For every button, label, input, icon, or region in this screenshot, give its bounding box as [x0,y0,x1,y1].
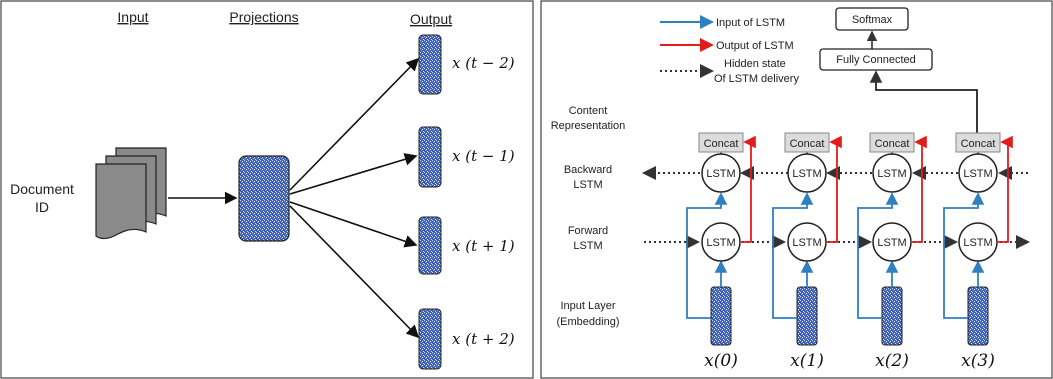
output-label: x (t − 1) [452,147,515,165]
input-to-backward-arrow [943,192,985,319]
embedding-block [796,286,818,346]
lstm-cell-label: LSTM [792,168,821,180]
output-label: x (t + 1) [452,237,515,255]
softmax-label: Softmax [852,14,893,26]
input-layer-label-2: (Embedding) [557,316,620,328]
bilstm-panel: Input of LSTM Output of LSTM Hidden stat… [540,0,1053,379]
backward-lstm-cell [787,153,827,193]
concat-label: Concat [875,138,910,150]
concat-label: Concat [704,138,739,150]
output-label: x (t + 2) [452,330,515,348]
bilstm-diagram: Input of LSTM Output of LSTM Hidden stat… [540,0,1053,379]
legend-hidden-label-2: Of LSTM delivery [714,73,799,85]
lstm-cell-label: LSTM [963,168,992,180]
legend-hidden-label: Hidden state [724,58,786,70]
concat-box [698,132,744,153]
forward-lstm-cell [872,222,912,262]
forward-to-concat-arrow [741,135,756,243]
legend-output-label: Output of LSTM [716,40,794,52]
input-token-label: x(2) [875,351,909,371]
document-id-label: ID [35,199,49,215]
embedding-block [881,286,903,346]
left-panel-border [0,0,534,379]
document-stack-icon [95,147,167,240]
input-token-label: x(1) [790,351,824,371]
content-representation-label-2: Representation [551,120,626,132]
projections-header: Projections [229,9,298,25]
input-to-backward-arrow [772,192,814,319]
forward-lstm-label-2: LSTM [573,240,602,252]
lstm-column: LSTM LSTM Concat x(2) [857,132,927,371]
output-block [418,216,442,275]
input-header: Input [117,9,148,25]
lstm-column: LSTM LSTM Concat x(1) [772,132,842,371]
forward-lstm-cell [701,222,741,262]
backward-lstm-label-2: LSTM [573,179,602,191]
output-header: Output [410,11,452,27]
projection-block [238,155,290,242]
output-block [418,34,442,95]
concat-to-fc-arrow [869,70,978,133]
backward-lstm-label: Backward [564,164,612,176]
backward-lstm-cell [958,153,998,193]
lstm-cell-label: LSTM [792,237,821,249]
backward-lstm-cell [872,153,912,193]
legend-input-label: Input of LSTM [716,17,785,29]
concat-box [784,132,830,153]
fully-connected-label: Fully Connected [836,54,916,66]
doc2vec-panel: Input Projections Output Document ID x (… [0,0,534,379]
lstm-cell-label: LSTM [877,168,906,180]
concat-box [955,132,1001,153]
lstm-column: LSTM LSTM Concat x(0) [686,132,756,371]
concat-box [869,132,915,153]
forward-to-concat-arrow [998,135,1013,243]
forward-lstm-cell [958,222,998,262]
output-block [418,308,442,370]
content-representation-label: Content [569,105,608,117]
doc2vec-diagram: Input Projections Output Document ID x (… [0,0,534,379]
concat-label: Concat [961,138,996,150]
legend: Input of LSTM Output of LSTM Hidden stat… [660,15,799,85]
lstm-column: LSTM LSTM Concat x(3) [943,132,1013,371]
lstm-cell-label: LSTM [877,237,906,249]
forward-lstm-label: Forward [568,225,608,237]
input-layer-label: Input Layer [560,300,615,312]
lstm-cell-label: LSTM [706,237,735,249]
embedding-block [710,286,732,346]
input-token-label: x(3) [961,351,995,371]
input-to-backward-arrow [857,192,899,319]
backward-lstm-cell [701,153,741,193]
forward-lstm-cell [787,222,827,262]
document-label: Document [10,181,74,197]
output-label: x (t − 2) [452,54,515,72]
output-block [418,126,442,188]
embedding-block [967,286,989,346]
lstm-columns: LSTMLSTMConcatx(0)LSTMLSTMConcatx(1)LSTM… [686,132,1013,371]
forward-to-concat-arrow [912,135,927,243]
lstm-cell-label: LSTM [963,237,992,249]
input-token-label: x(0) [704,351,738,371]
lstm-cell-label: LSTM [706,168,735,180]
right-panel-border [540,0,1053,379]
fully-connected-box [819,48,933,71]
forward-to-concat-arrow [827,135,842,243]
input-to-backward-arrow [686,192,728,319]
concat-label: Concat [790,138,825,150]
projection-to-output-arrows [289,57,420,339]
softmax-box [835,7,909,31]
